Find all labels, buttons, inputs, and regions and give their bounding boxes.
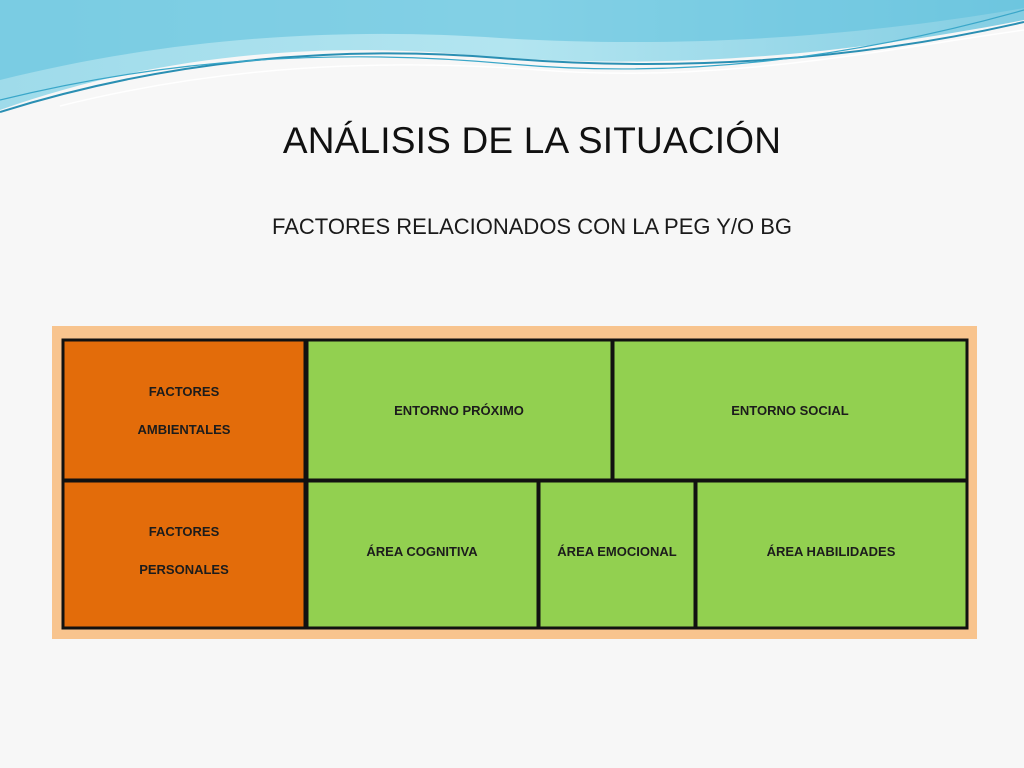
slide-title: ANÁLISIS DE LA SITUACIÓN: [282, 120, 782, 161]
cell-box-area-habilidades: [694, 479, 969, 630]
cell-area-emocional-label: ÁREA EMOCIONAL: [557, 544, 676, 559]
cell-area-habilidades-label: ÁREA HABILIDADES: [767, 544, 896, 559]
header-box-personales: [61, 479, 307, 630]
decorative-wave-header: [0, 0, 1024, 113]
header-ambientales-line2: AMBIENTALES: [138, 422, 231, 437]
header-box-ambientales: [61, 338, 307, 482]
cell-entorno-proximo-label: ENTORNO PRÓXIMO: [394, 403, 524, 418]
header-personales-line2: PERSONALES: [139, 562, 229, 577]
cell-entorno-social-label: ENTORNO SOCIAL: [731, 403, 849, 418]
cell-box-entorno-proximo: [305, 338, 614, 482]
slide-subtitle: FACTORES RELACIONADOS CON LA PEG Y/O BG: [272, 214, 792, 239]
cell-box-area-cognitiva: [305, 479, 540, 630]
header-personales-line1: FACTORES: [149, 524, 220, 539]
header-ambientales-line1: FACTORES: [149, 384, 220, 399]
cell-area-cognitiva-label: ÁREA COGNITIVA: [366, 544, 478, 559]
cell-box-entorno-social: [611, 338, 969, 482]
